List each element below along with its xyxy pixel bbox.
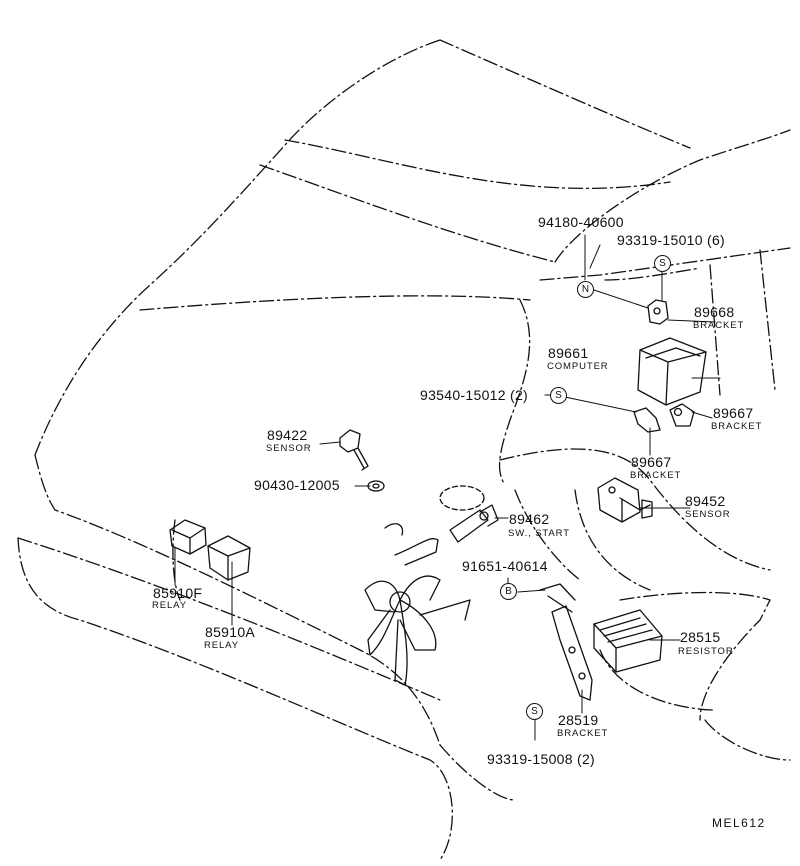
sensor-89422-part (339, 429, 385, 492)
name-89661: COMPUTER (547, 361, 609, 372)
symbol-s-top: S (654, 255, 671, 272)
symbol-b: B (500, 583, 517, 600)
relay-85910f-part (169, 519, 207, 555)
name-28515: RESISTOR (678, 646, 734, 657)
name-89422: SENSOR (266, 443, 312, 454)
relay-85910a-part (207, 535, 251, 581)
part-85910f: 85910F (153, 585, 203, 601)
switch-89462-part (449, 504, 499, 543)
part-91651: 91651-40614 (462, 558, 548, 574)
bracket-89667-part (633, 403, 695, 433)
fan-part (364, 485, 485, 686)
part-89452: 89452 (685, 493, 726, 509)
part-89661: 89661 (548, 345, 589, 361)
name-89667-right: BRACKET (711, 421, 763, 432)
sensor-89452-part (597, 477, 653, 523)
part-93319-15010: 93319-15010 (6) (617, 232, 726, 248)
symbol-s-bottom: S (526, 703, 543, 720)
part-89667-lower: 89667 (631, 454, 672, 470)
name-85910a: RELAY (204, 640, 239, 651)
name-28519: BRACKET (557, 728, 609, 739)
part-89462: 89462 (509, 511, 550, 527)
name-85910f: RELAY (152, 600, 187, 611)
part-93319-15008: 93319-15008 (2) (487, 751, 596, 767)
vehicle-outline (17, 39, 791, 861)
name-89452: SENSOR (685, 509, 731, 520)
leader-lines (174, 234, 721, 741)
part-89667-right: 89667 (713, 405, 754, 421)
resistor-28515-part (593, 609, 663, 673)
part-89668: 89668 (694, 304, 735, 320)
diagram-code: MEL612 (712, 816, 766, 830)
part-90430: 90430-12005 (254, 477, 340, 493)
name-89668: BRACKET (693, 320, 745, 331)
computer-part (637, 337, 707, 406)
symbol-n-top: N (577, 281, 594, 298)
name-89667-lower: BRACKET (630, 470, 682, 481)
part-93540: 93540-15012 (2) (420, 387, 529, 403)
symbol-s-mid: S (550, 387, 567, 404)
name-89462: SW., START (508, 528, 570, 539)
part-85910a: 85910A (205, 624, 256, 640)
part-28519: 28519 (558, 712, 599, 728)
part-89422: 89422 (267, 427, 308, 443)
part-28515: 28515 (680, 629, 721, 645)
part-94180: 94180-40600 (538, 214, 624, 230)
bracket-28519-part (539, 583, 593, 701)
bracket-89668-part (647, 299, 669, 325)
